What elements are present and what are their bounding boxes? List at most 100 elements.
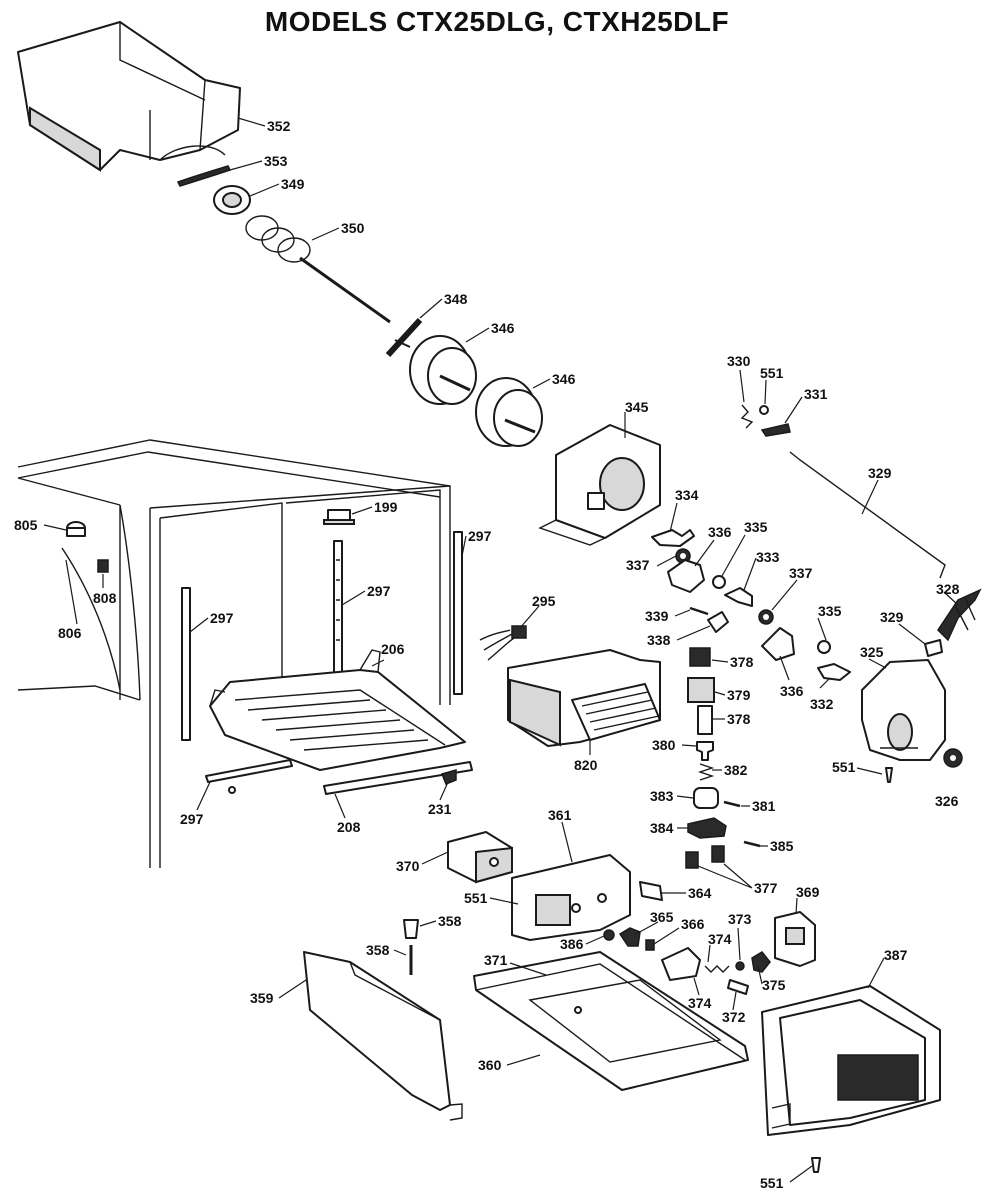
feeler-clip-part: [924, 639, 943, 657]
callout-377: 377: [754, 880, 778, 896]
callout-358-lower: 358: [366, 942, 390, 958]
callout-358-upper: 358: [438, 913, 462, 929]
callout-361: 361: [548, 807, 572, 823]
heater-wire-part: [61, 547, 121, 691]
plug-part: [97, 559, 109, 573]
callout-379: 379: [727, 687, 751, 703]
callout-353: 353: [264, 153, 288, 169]
callout-352: 352: [267, 118, 291, 134]
callout-370: 370: [396, 858, 420, 874]
callout-329-clip: 329: [880, 609, 904, 625]
washer-part-b: [817, 640, 831, 654]
callout-371: 371: [484, 952, 508, 968]
plunger-housing-part: [693, 787, 719, 809]
cam-part-a: [667, 559, 705, 593]
diagram-title: MODELS CTX25DLG, CTXH25DLF: [264, 6, 730, 37]
solenoid-bracket-part: [687, 817, 727, 839]
auger-motor-housing-part: [861, 659, 946, 761]
callout-551-upper: 551: [760, 365, 784, 381]
callout-380: 380: [652, 737, 676, 753]
grommet-part: [66, 521, 86, 537]
dispenser-housing-part: [761, 985, 941, 1136]
solenoid-part: [687, 677, 715, 703]
callout-551-bottom: 551: [760, 1175, 784, 1191]
callout-820: 820: [574, 757, 598, 773]
shelf-trim-part: [323, 761, 473, 795]
motor-bushing-part: [943, 748, 963, 768]
callout-378-upper: 378: [730, 654, 754, 670]
feeler-arm-rod-part: [789, 451, 946, 579]
auger-bearing-part: [213, 185, 251, 215]
shelf-rail-part-left: [181, 587, 191, 741]
callout-231: 231: [428, 801, 452, 817]
callout-374-lower: 374: [688, 995, 712, 1011]
callout-297-bottom: 297: [180, 811, 204, 827]
shelf-rail-part-center: [333, 540, 343, 692]
callout-386: 386: [560, 936, 584, 952]
switch-lever-part-b: [724, 587, 753, 607]
actuator-spring-part-b: [704, 965, 730, 973]
switch-bracket-part: [707, 611, 729, 633]
shelf-rail-part-right: [453, 531, 463, 695]
callout-295: 295: [532, 593, 556, 609]
front-panel-part: [303, 951, 463, 1121]
callout-329-rod: 329: [868, 465, 892, 481]
callout-331: 331: [804, 386, 828, 402]
callout-381: 381: [752, 798, 776, 814]
spring-pin-part-b: [743, 840, 761, 848]
crusher-coupler-part: [385, 317, 423, 358]
callout-806: 806: [58, 625, 82, 641]
callout-350: 350: [341, 220, 365, 236]
door-clip-part: [751, 951, 771, 973]
switch-lever-part-c: [817, 663, 851, 681]
callout-348: 348: [444, 291, 468, 307]
spring-pin-part-a: [723, 800, 741, 808]
callout-366: 366: [681, 916, 705, 932]
callout-384: 384: [650, 820, 674, 836]
screw-part-c: [228, 786, 236, 794]
callout-374-upper: 374: [708, 931, 732, 947]
bucket-gasket-part: [176, 165, 232, 187]
callout-378-lower: 378: [727, 711, 751, 727]
callout-206: 206: [381, 641, 405, 657]
callout-808: 808: [93, 590, 117, 606]
door-hinge-bracket-part: [774, 911, 816, 967]
wire-shelf-part: [209, 649, 466, 771]
callout-330: 330: [727, 353, 751, 369]
switch-clip-part: [618, 927, 641, 947]
auger-spring-part: [245, 215, 391, 324]
cam-part-b: [761, 627, 795, 661]
callout-labels: 352 353 349 350 348 346 346 345 330 551 …: [14, 118, 960, 1191]
callout-297-right: 297: [468, 528, 492, 544]
washer-part-a: [712, 575, 726, 589]
callout-382: 382: [724, 762, 748, 778]
leader-lines: [43, 117, 959, 1183]
callout-375: 375: [762, 977, 786, 993]
wiring-harness-part: [479, 625, 527, 661]
dispenser-tray-part: [473, 951, 749, 1091]
screw-part-b: [885, 767, 893, 783]
callout-338: 338: [647, 632, 671, 648]
dispenser-switch-part: [639, 881, 663, 901]
callout-333: 333: [756, 549, 780, 565]
callout-346-lower: 346: [552, 371, 576, 387]
hex-nut-part: [603, 929, 615, 941]
callout-346-upper: 346: [491, 320, 515, 336]
callout-364: 364: [688, 885, 712, 901]
callout-336-upper: 336: [708, 524, 732, 540]
dispenser-bracket-part: [511, 854, 631, 941]
screw-part-d: [811, 1157, 821, 1173]
actuator-spring-part: [740, 404, 754, 429]
door-motor-part: [447, 831, 513, 884]
callout-365: 365: [650, 909, 674, 925]
actuator-plate-part: [645, 939, 655, 951]
callout-297-left: 297: [210, 610, 234, 626]
callout-385: 385: [770, 838, 794, 854]
actuator-lever-part: [661, 947, 701, 981]
callout-335-upper: 335: [744, 519, 768, 535]
ice-maker-part: [507, 649, 661, 747]
callout-369: 369: [796, 884, 820, 900]
callout-373: 373: [728, 911, 752, 927]
cotter-pin-part: [735, 961, 745, 971]
